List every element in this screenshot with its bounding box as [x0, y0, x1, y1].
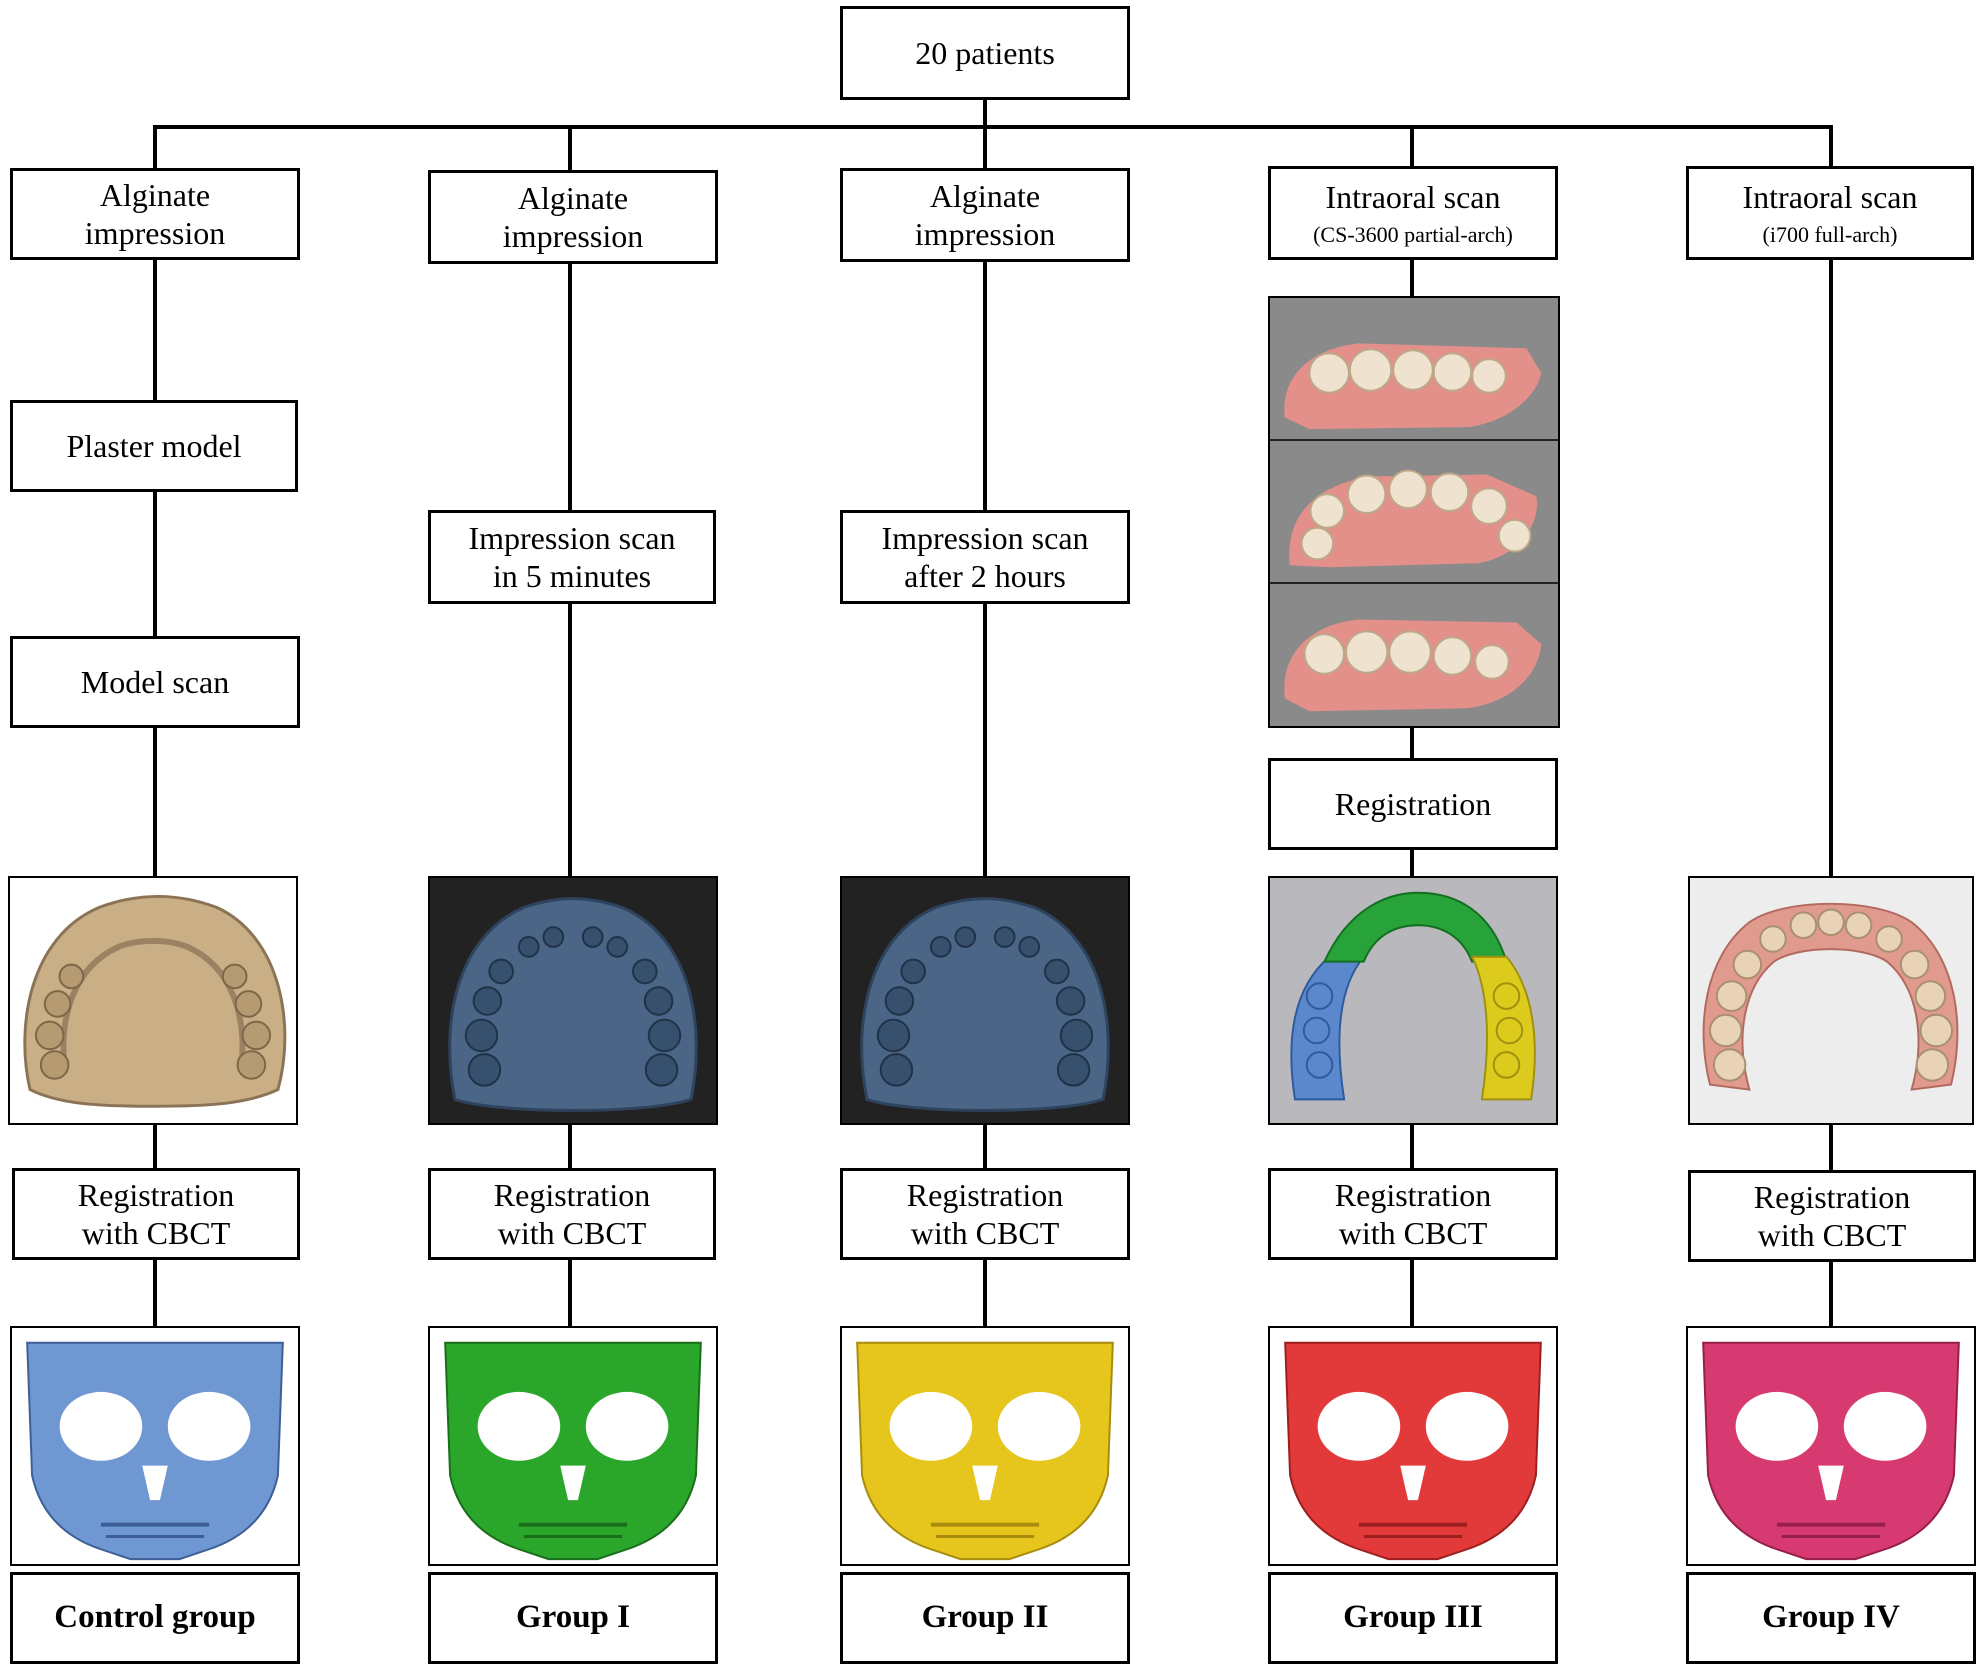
plaster-arch-scan-image — [8, 876, 298, 1125]
plaster-model-box: Plaster model — [10, 400, 298, 492]
connector — [983, 260, 987, 1370]
start-sub: (i700 full-arch) — [1762, 222, 1898, 247]
control-registration-box: Registration with CBCT — [12, 1168, 300, 1260]
full-arch-scan-icon — [1702, 902, 1959, 1091]
impression-scan-icon — [448, 897, 698, 1112]
registration-line1: Registration — [906, 1176, 1064, 1213]
connector — [568, 260, 572, 1370]
segmented-arch-image — [1268, 876, 1558, 1125]
start-line1: Alginate — [517, 179, 629, 216]
group3-skull-image — [1268, 1326, 1558, 1566]
registration-line1: Registration — [77, 1176, 235, 1213]
model-scan-label: Model scan — [80, 663, 230, 700]
registration-line2: with CBCT — [910, 1215, 1060, 1251]
group4-skull-image — [1686, 1326, 1976, 1566]
group-label: Group I — [515, 1599, 631, 1636]
start-sub: (CS-3600 partial-arch) — [1313, 222, 1513, 247]
start-line1: Intraoral scan — [1742, 178, 1918, 215]
start-line1: Intraoral scan — [1325, 178, 1501, 215]
step-line2: in 5 minutes — [492, 558, 652, 594]
step-line1: Impression scan — [468, 519, 676, 556]
start-line2: impression — [502, 218, 644, 254]
partial-arch-scans-image — [1268, 296, 1560, 728]
partial-arch-scan-icon — [1270, 298, 1558, 726]
step-line1: Impression scan — [881, 519, 1089, 556]
group2-box: Group II — [840, 1572, 1130, 1664]
group-label: Control group — [54, 1599, 256, 1636]
step-line2: after 2 hours — [904, 558, 1066, 594]
segmented-arch-icon — [1290, 891, 1536, 1101]
registration-line1: Registration — [493, 1176, 651, 1213]
group-label: Group II — [921, 1599, 1049, 1636]
group-label: Group IV — [1762, 1599, 1900, 1636]
impression-scan-5min-box: Impression scan in 5 minutes — [428, 510, 716, 604]
connector — [1829, 260, 1833, 1370]
group1-registration-box: Registration with CBCT — [428, 1168, 716, 1260]
registration-line2: with CBCT — [81, 1215, 231, 1251]
registration-step-label: Registration — [1334, 785, 1492, 822]
connector — [1410, 125, 1414, 170]
start-line2: impression — [84, 215, 226, 251]
connector — [153, 125, 157, 170]
connector — [1829, 125, 1833, 170]
group1-box: Group I — [428, 1572, 718, 1664]
registration-line2: with CBCT — [497, 1215, 647, 1251]
registration-line2: with CBCT — [1757, 1217, 1907, 1253]
impression-scan-2h-box: Impression scan after 2 hours — [840, 510, 1130, 604]
patients-label: 20 patients — [915, 34, 1055, 71]
registration-line2: with CBCT — [1338, 1215, 1488, 1251]
start-line2: impression — [914, 216, 1056, 252]
skull-icon — [26, 1341, 284, 1561]
group3-registration-step-box: Registration — [1268, 758, 1558, 850]
plaster-arch-scan-icon — [23, 894, 287, 1108]
full-arch-scan-image — [1688, 876, 1974, 1125]
group1-start-box: Alginate impression — [428, 170, 718, 264]
skull-icon — [1284, 1341, 1542, 1561]
control-group-box: Control group — [10, 1572, 300, 1664]
plaster-model-label: Plaster model — [66, 427, 242, 464]
group3-box: Group III — [1268, 1572, 1558, 1664]
impression-scan-icon — [860, 897, 1110, 1112]
group4-box: Group IV — [1686, 1572, 1976, 1664]
registration-line1: Registration — [1753, 1178, 1911, 1215]
skull-icon — [1702, 1341, 1960, 1561]
connector — [153, 258, 157, 1370]
group3-registration-box: Registration with CBCT — [1268, 1168, 1558, 1260]
connector — [568, 125, 572, 170]
group1-skull-image — [428, 1326, 718, 1566]
group4-start-box: Intraoral scan (i700 full-arch) — [1686, 166, 1974, 260]
group-label: Group III — [1343, 1599, 1483, 1636]
group2-skull-image — [840, 1326, 1130, 1566]
group2-start-box: Alginate impression — [840, 168, 1130, 262]
model-scan-box: Model scan — [10, 636, 300, 728]
impression-scan-image-1 — [428, 876, 718, 1125]
start-line1: Alginate — [99, 176, 211, 213]
skull-icon — [856, 1341, 1114, 1561]
start-line1: Alginate — [929, 177, 1041, 214]
patients-box: 20 patients — [840, 6, 1130, 100]
group3-start-box: Intraoral scan (CS-3600 partial-arch) — [1268, 166, 1558, 260]
connector — [153, 125, 1833, 129]
group4-registration-box: Registration with CBCT — [1688, 1170, 1976, 1262]
control-skull-image — [10, 1326, 300, 1566]
control-start-box: Alginate impression — [10, 168, 300, 260]
impression-scan-image-2 — [840, 876, 1130, 1125]
group2-registration-box: Registration with CBCT — [840, 1168, 1130, 1260]
registration-line1: Registration — [1334, 1176, 1492, 1213]
skull-icon — [444, 1341, 702, 1561]
connector — [983, 97, 987, 129]
connector — [983, 125, 987, 170]
